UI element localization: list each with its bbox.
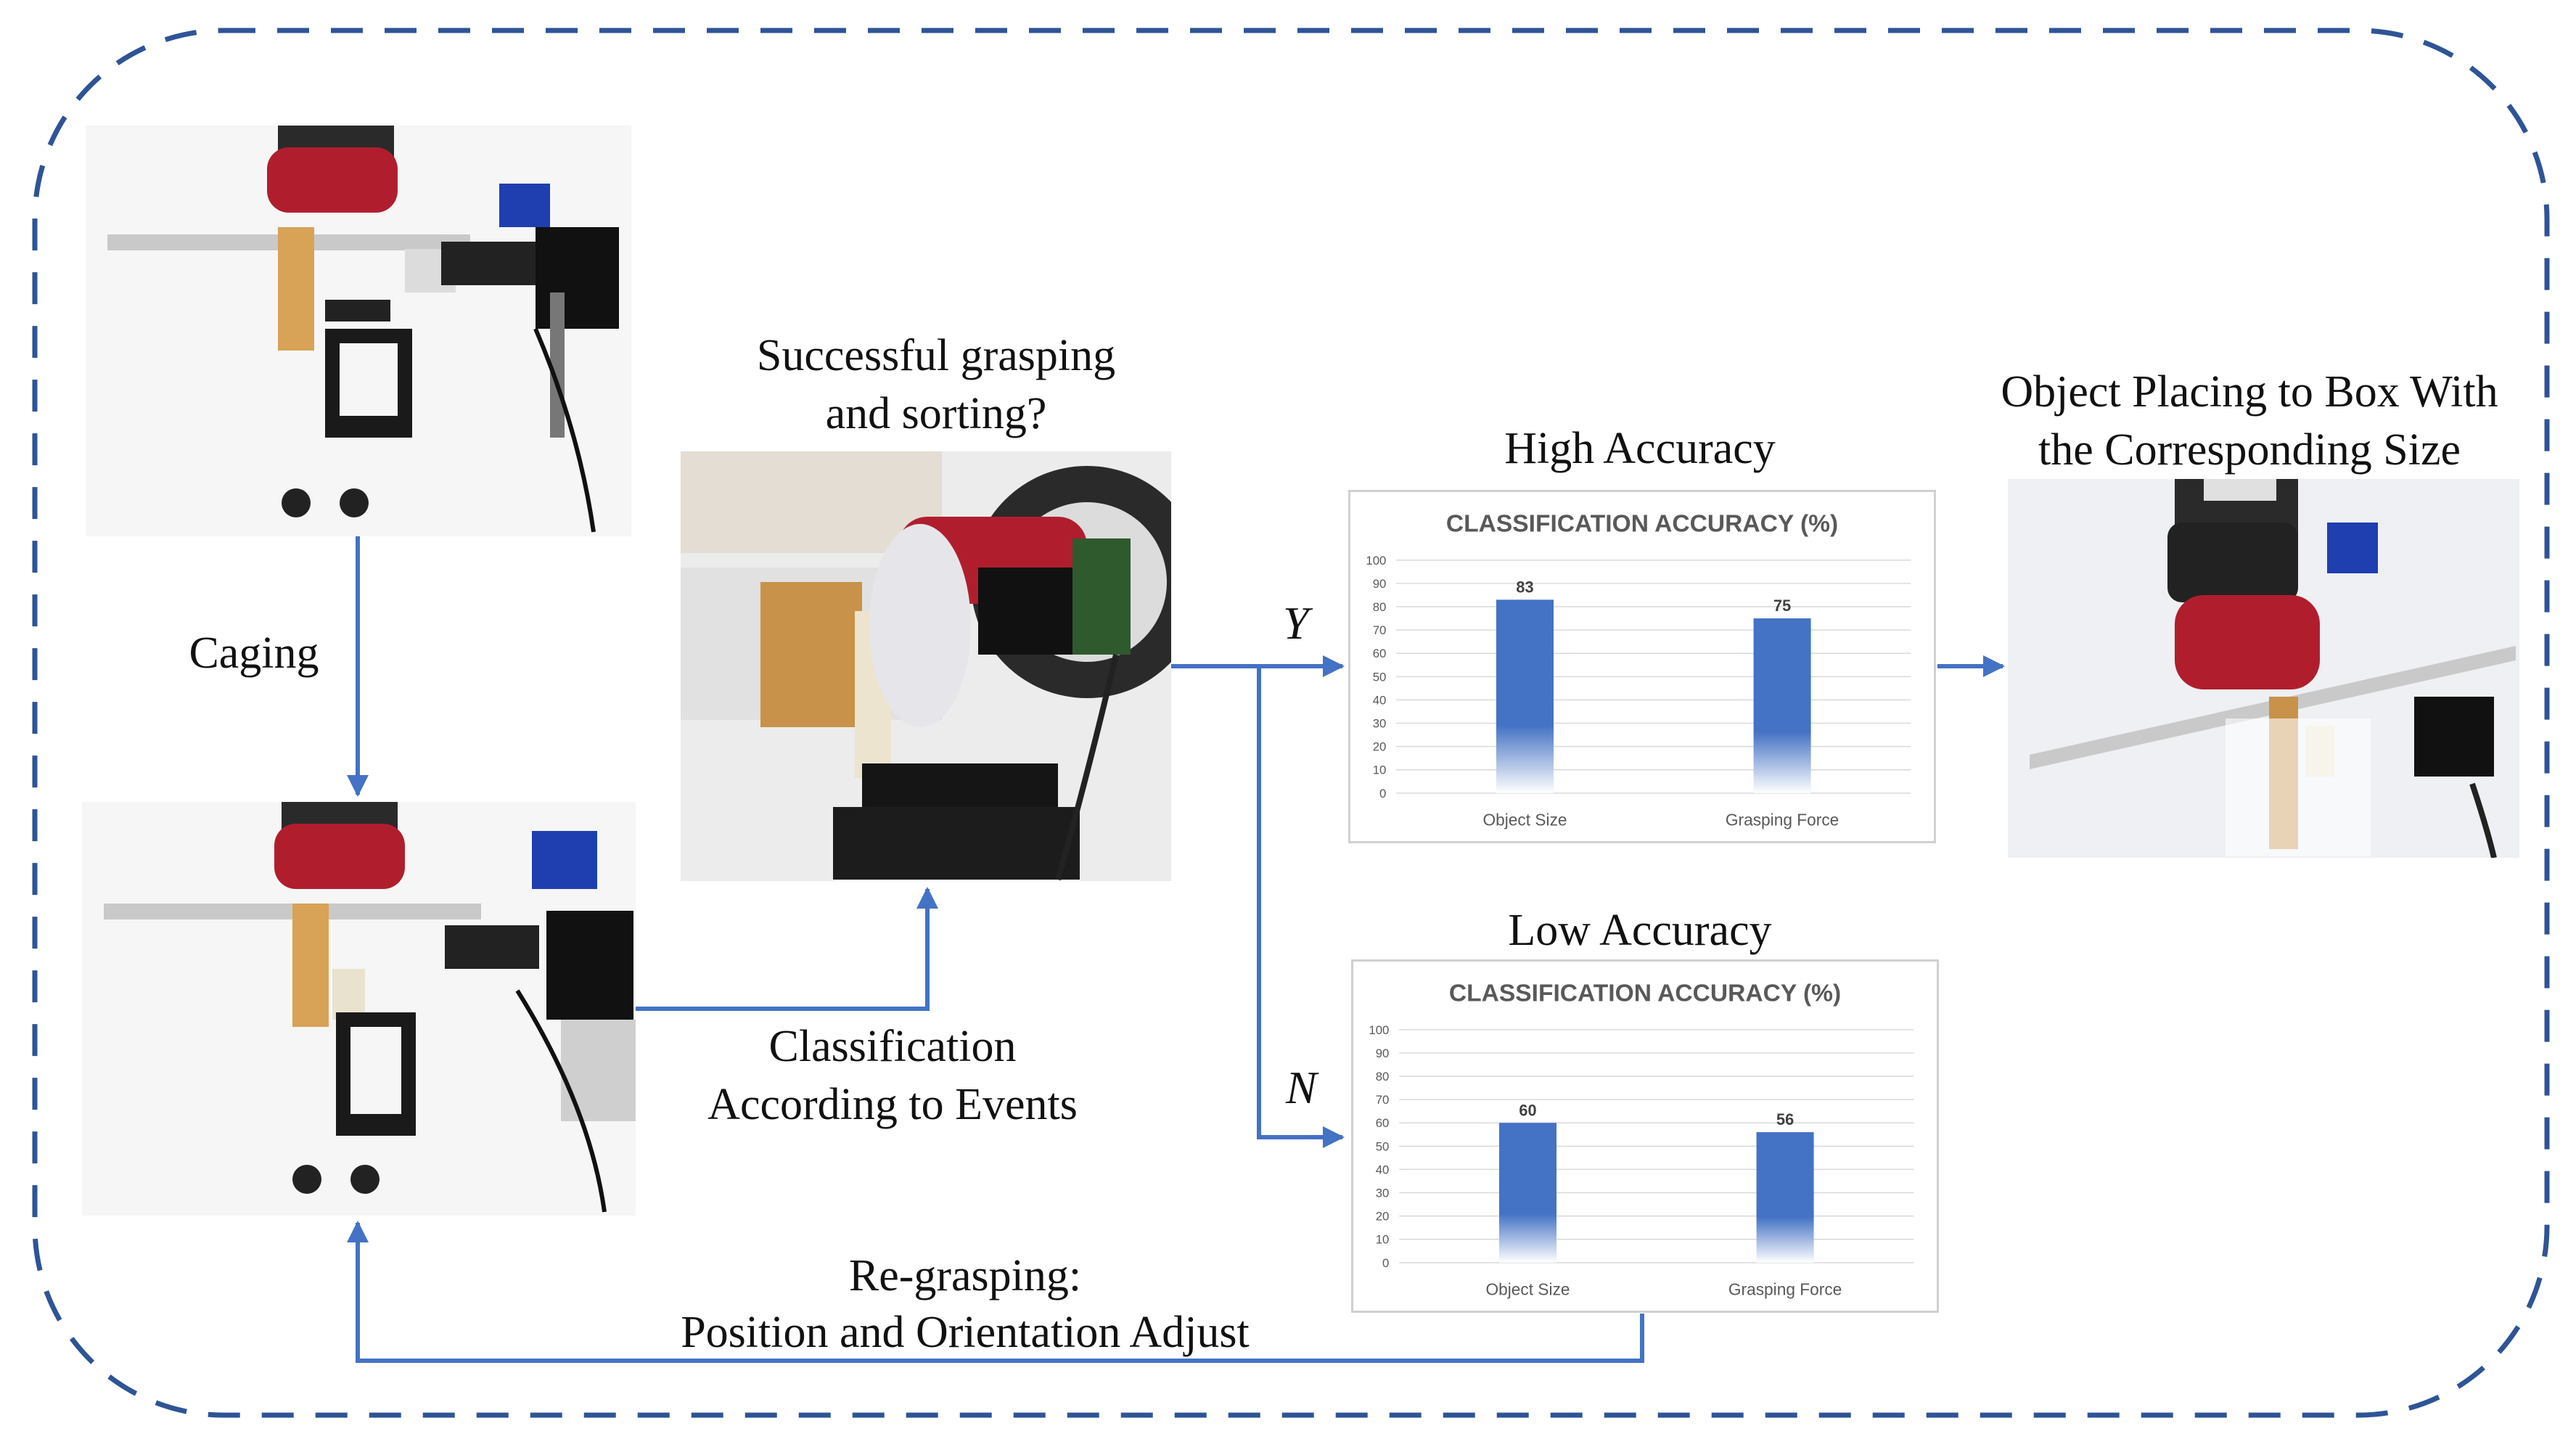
arrow-classification	[636, 887, 938, 1011]
blue-box	[499, 184, 550, 227]
y-tick-label: 60	[1376, 1116, 1390, 1130]
chart-high-svg: CLASSIFICATION ACCURACY (%) 0 10 20 30 40 50 60…	[1366, 510, 1911, 829]
y-tick-label: 30	[1373, 716, 1387, 730]
arrow-regrasp	[347, 1221, 1644, 1363]
y-tick-label: 40	[1376, 1163, 1390, 1176]
y-tick-label: 70	[1373, 623, 1387, 637]
label-regrasp-line1: Re-grasping:	[848, 1251, 1082, 1300]
label-placing-line1: Object Placing to Box With	[2001, 367, 2498, 417]
label-classification-line1: Classification	[768, 1022, 1017, 1071]
bar-value-label: 83	[1516, 578, 1533, 597]
y-tick-label: 50	[1373, 670, 1387, 684]
y-tick-label: 90	[1376, 1046, 1390, 1060]
y-tick-label: 0	[1382, 1256, 1389, 1270]
label-question-line2: and sorting?	[825, 389, 1047, 438]
arrow-no	[1257, 666, 1345, 1148]
label-low-accuracy: Low Accuracy	[1508, 906, 1772, 955]
bar	[1756, 1132, 1814, 1263]
y-tick-label: 50	[1376, 1139, 1390, 1153]
y-tick-label: 80	[1373, 600, 1387, 614]
y-tick-label: 100	[1366, 554, 1386, 568]
y-tick-label: 60	[1373, 647, 1387, 660]
y-tick-label: 0	[1379, 787, 1386, 800]
y-tick-label: 20	[1376, 1210, 1390, 1224]
y-tick-label: 80	[1376, 1070, 1390, 1083]
bar-value-label: 56	[1776, 1110, 1794, 1128]
bar	[1753, 618, 1811, 793]
bar	[1499, 1123, 1557, 1263]
y-tick-label: 20	[1373, 740, 1387, 754]
bar	[1496, 599, 1554, 793]
y-tick-label: 100	[1369, 1023, 1389, 1037]
y-tick-label: 10	[1376, 1233, 1390, 1247]
label-yes: Y	[1283, 597, 1309, 649]
red-gripper	[267, 147, 398, 213]
chart-low-accuracy: CLASSIFICATION ACCURACY (%) 0 10 20 30 40 50 60…	[1351, 959, 1939, 1313]
label-question-line1: Successful grasping	[756, 331, 1116, 380]
y-tick-label: 70	[1376, 1093, 1390, 1107]
photo-top-left	[86, 126, 631, 536]
category-label: Grasping Force	[1728, 1279, 1842, 1298]
category-label: Object Size	[1485, 1279, 1570, 1298]
label-no: N	[1286, 1062, 1317, 1113]
y-tick-label: 30	[1376, 1186, 1390, 1200]
y-tick-label: 40	[1373, 693, 1387, 707]
y-tick-label: 10	[1373, 763, 1387, 777]
category-label: Object Size	[1482, 810, 1567, 829]
dashed-border	[32, 28, 2550, 1418]
y-tick-label: 90	[1373, 577, 1387, 591]
label-placing-line2: the Corresponding Size	[2038, 425, 2461, 475]
category-label: Grasping Force	[1726, 810, 1839, 829]
chart-title: CLASSIFICATION ACCURACY (%)	[1449, 980, 1841, 1007]
label-caging: Caging	[189, 628, 319, 678]
label-classification-line2: According to Events	[707, 1080, 1078, 1129]
photo-bottom-left	[82, 802, 636, 1216]
photo-right	[2008, 479, 2519, 858]
photo-center	[681, 451, 1171, 881]
bar-value-label: 60	[1519, 1101, 1536, 1119]
bar-value-label: 75	[1773, 597, 1791, 615]
chart-title: CLASSIFICATION ACCURACY (%)	[1446, 510, 1838, 537]
label-high-accuracy: High Accuracy	[1504, 424, 1776, 473]
label-regrasp-line2: Position and Orientation Adjust	[681, 1308, 1250, 1357]
chart-high-accuracy: CLASSIFICATION ACCURACY (%) 0 10 20 30 40 50 60…	[1348, 490, 1936, 843]
chart-low-svg: CLASSIFICATION ACCURACY (%) 0 10 20 30 40 50 60…	[1369, 980, 1914, 1298]
